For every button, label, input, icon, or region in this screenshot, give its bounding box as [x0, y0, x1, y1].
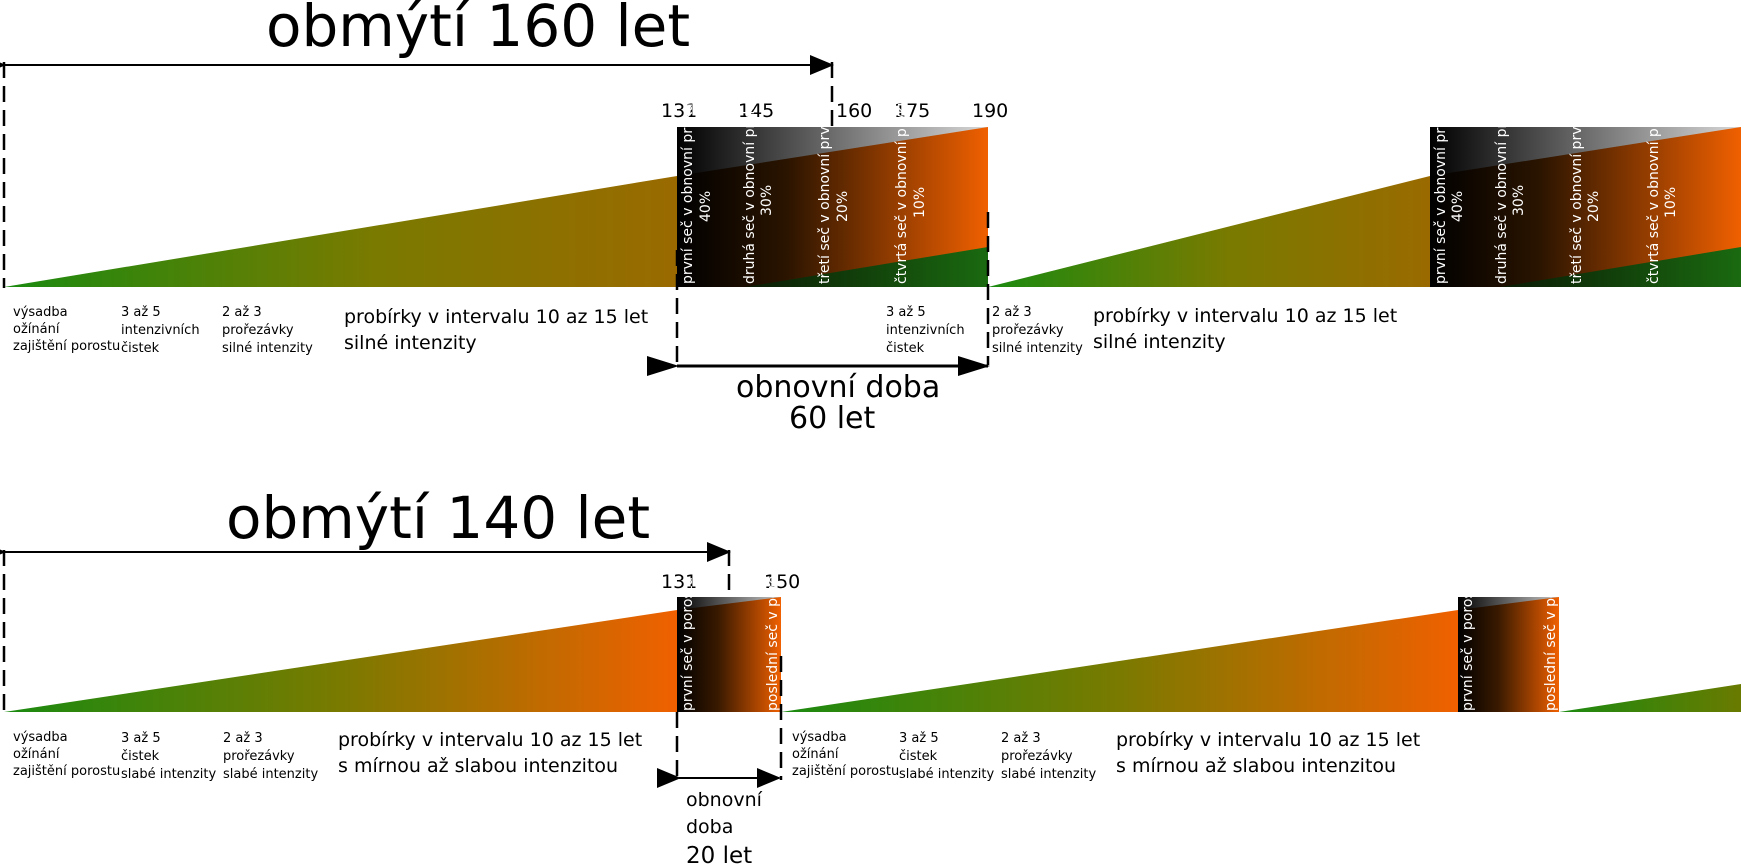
bottom-growth-wedge-3: [1559, 684, 1741, 712]
stage-label: zajištění porostu: [792, 764, 899, 779]
stage-label: čistek: [121, 341, 160, 356]
cut-pct: 30%: [1511, 185, 1527, 216]
stage-label: probírky v intervalu 10 az 15 let: [344, 306, 648, 328]
top-stage-labels: výsadba ožínání zajištění porostu 3 až 5…: [13, 305, 1397, 356]
stage-label: slabé intenzity: [1001, 767, 1096, 782]
tick-label: 150: [764, 571, 800, 593]
top-cut-labels-2: první seč v obnovní prvku 40% druhá seč …: [1433, 98, 1679, 284]
top-ticks: 131 145 160 175 190: [661, 100, 1008, 122]
stage-label: 2 až 3: [992, 305, 1032, 320]
stage-label: zajištění porostu: [13, 339, 120, 354]
bottom-cut-block-1: [677, 597, 781, 712]
stage-label: 2 až 3: [1001, 731, 1041, 746]
stage-label: slabé intenzity: [899, 767, 994, 782]
stage-label: intenzivních: [121, 323, 200, 338]
cut-pct: 20%: [1586, 191, 1602, 222]
stage-label: čistek: [899, 749, 938, 764]
tick-label: 175: [894, 100, 930, 122]
cut-pct: 40%: [698, 191, 714, 222]
bottom-cut-sky-2: [1458, 597, 1559, 610]
stage-label: silné intenzity: [222, 341, 313, 356]
stage-label: 3 až 5: [886, 305, 926, 320]
stage-label: zajištění porostu: [13, 764, 120, 779]
stage-label: 3 až 5: [899, 731, 939, 746]
top-title: obmýtí 160 let: [266, 0, 690, 60]
top-panel: obmýtí 160 let 131 145 160 175 190 první…: [0, 0, 1741, 436]
stage-label: ožínání: [792, 747, 839, 762]
stage-label: intenzivních: [886, 323, 965, 338]
cut-label: třetí seč v obnovní prvku: [1569, 110, 1585, 284]
tick-label: 160: [836, 100, 872, 122]
stage-label: 3 až 5: [121, 731, 161, 746]
stage-label: s mírnou až slabou intenzitou: [338, 755, 618, 777]
stage-label: prořezávky: [222, 323, 294, 338]
stage-label: slabé intenzity: [223, 767, 318, 782]
stage-label: s mírnou až slabou intenzitou: [1116, 755, 1396, 777]
stage-label: probírky v intervalu 10 az 15 let: [1116, 729, 1420, 751]
tick-label: 190: [972, 100, 1008, 122]
cut-label: druhá seč v obnovní prvku: [742, 98, 758, 284]
cut-label: poslední seč v porostu: [765, 554, 781, 711]
cut-label: poslední seč v porostu: [1543, 554, 1559, 711]
stage-label: ožínání: [13, 322, 60, 337]
stage-label: prořezávky: [992, 323, 1064, 338]
top-cut-ground-2: [1500, 247, 1741, 287]
bottom-growth-wedge-1: [4, 610, 677, 712]
stage-label: slabé intenzity: [121, 767, 216, 782]
stage-label: probírky v intervalu 10 az 15 let: [338, 729, 642, 751]
bottom-renewal-line-2: doba: [686, 816, 733, 838]
cut-label: druhá seč v obnovní prvku: [1494, 98, 1510, 284]
stage-label: čistek: [886, 341, 925, 356]
bottom-title: obmýtí 140 let: [226, 484, 650, 552]
bottom-renewal-line-1: obnovní: [686, 789, 763, 811]
bottom-panel: obmýtí 140 let 131 150 první seč v poros…: [0, 484, 1741, 868]
bottom-cut-sky-1: [677, 597, 781, 610]
stage-label: probírky v intervalu 10 az 15 let: [1093, 305, 1397, 327]
stage-label: prořezávky: [223, 749, 295, 764]
stage-label: silné intenzity: [344, 332, 477, 354]
stage-label: silné intenzity: [992, 341, 1083, 356]
cut-pct: 10%: [912, 187, 928, 218]
bottom-growth-wedge-2: [781, 610, 1458, 712]
cut-label: čtvrtá seč v obnovní prvku: [1646, 98, 1662, 284]
stage-label: 2 až 3: [223, 731, 263, 746]
top-renewal-line-1: obnovní doba: [736, 370, 940, 405]
tick-label: 131: [661, 571, 697, 593]
stage-label: 3 až 5: [121, 305, 161, 320]
top-cut-ground-1: [745, 247, 988, 287]
top-cut-sky-2: [1430, 127, 1741, 176]
stage-label: silné intenzity: [1093, 331, 1226, 353]
top-cut-labels-1: první seč v obnovní prvku 40% druhá seč …: [680, 98, 928, 284]
stage-label: výsadba: [792, 730, 847, 745]
cut-pct: 40%: [1450, 191, 1466, 222]
top-renewal-line-2: 60 let: [789, 401, 876, 436]
cut-label: první seč v porostu: [1460, 577, 1476, 711]
top-growth-wedge-1: [4, 176, 677, 287]
stage-label: prořezávky: [1001, 749, 1073, 764]
cut-label: čtvrtá seč v obnovní prvku: [894, 98, 910, 284]
cut-pct: 20%: [835, 191, 851, 222]
top-growth-wedge-2: [988, 176, 1430, 287]
top-cut-sky-1: [677, 127, 988, 176]
cut-label: třetí seč v obnovní prvku: [817, 110, 833, 284]
bottom-cut-block-2: [1458, 597, 1559, 712]
tick-label: 145: [738, 100, 774, 122]
cut-label: první seč v obnovní prvku: [1433, 103, 1449, 284]
stage-label: výsadba: [13, 305, 68, 320]
bottom-stage-labels: výsadba ožínání zajištění porostu 3 až 5…: [13, 729, 1420, 782]
stage-label: ožínání: [13, 747, 60, 762]
cut-label: první seč v porostu: [680, 577, 696, 711]
tick-label: 131: [661, 100, 697, 122]
stage-label: výsadba: [13, 730, 68, 745]
bottom-renewal-line-3: 20 let: [686, 843, 752, 868]
stage-label: 2 až 3: [222, 305, 262, 320]
stage-label: čistek: [121, 749, 160, 764]
cut-pct: 10%: [1663, 187, 1679, 218]
cut-label: první seč v obnovní prvku: [680, 103, 696, 284]
cut-pct: 30%: [759, 185, 775, 216]
